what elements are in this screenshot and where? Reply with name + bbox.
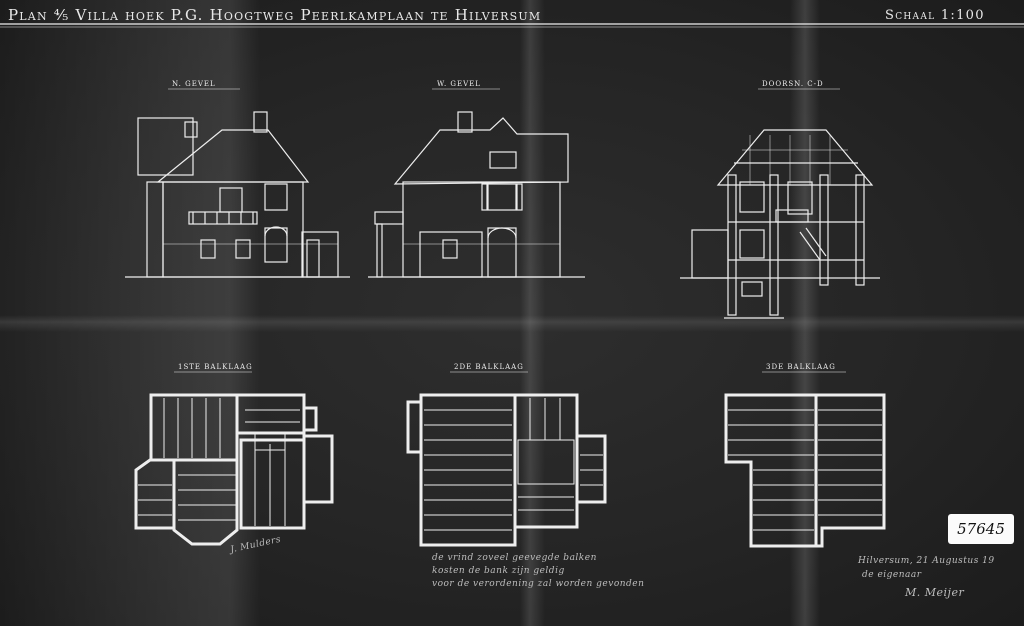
floorplan-3-label: 3de Balklaag (766, 363, 836, 371)
floorplan-1 (134, 393, 334, 546)
handwritten-note-line-1: de vrind zoveel geevegde balken (432, 553, 597, 563)
archive-number-stamp: 57645 (948, 514, 1014, 544)
west-elevation (368, 111, 585, 278)
handwritten-date: Hilversum, 21 Augustus 19 (858, 556, 995, 566)
west-elevation-label: W. Gevel (437, 80, 481, 88)
scale-label: Schaal 1:100 (885, 8, 985, 23)
floorplan-1-label: 1ste Balklaag (178, 363, 253, 371)
section-label: Doorsn. C-D (762, 80, 824, 88)
handwritten-owner: de eigenaar (862, 570, 922, 580)
north-elevation (125, 111, 350, 278)
handwritten-note-line-2: kosten de bank zijn geldig (432, 566, 565, 576)
floorplan-2 (406, 393, 607, 547)
owner-signature: M. Meijer (905, 586, 965, 599)
section-cd (680, 129, 880, 319)
handwritten-note-line-3: voor de verordening zal worden gevonden (432, 579, 645, 589)
drawing-title: Plan ⅘ Villa hoek P.G. Hoogtweg Peerlkam… (8, 6, 542, 24)
floorplan-2-label: 2de Balklaag (454, 363, 524, 371)
floorplan-3 (724, 393, 886, 548)
north-elevation-label: N. Gevel (172, 80, 216, 88)
